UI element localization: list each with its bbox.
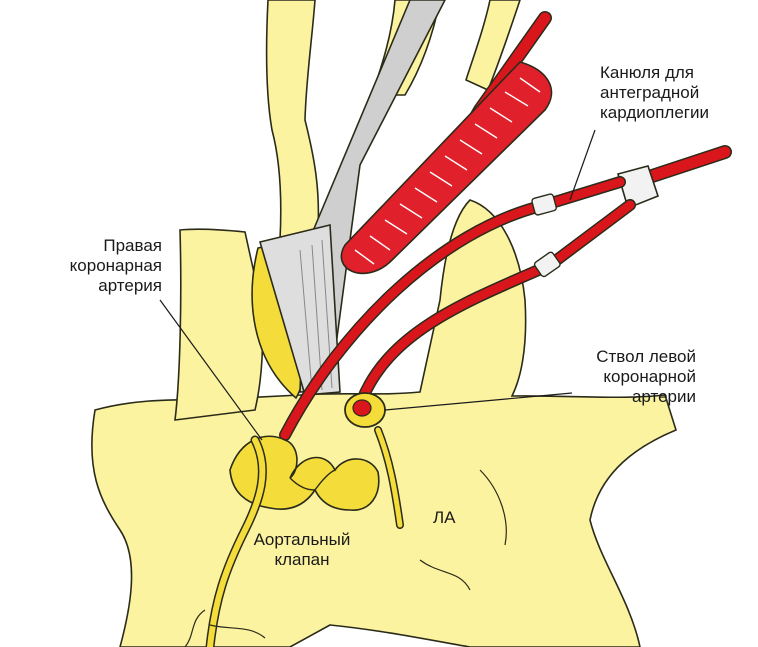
label-left-main-line-3: артерии (560, 387, 696, 407)
label-la: ЛА (433, 508, 456, 528)
label-aortic-valve: Аортальный клапан (232, 530, 372, 570)
label-cannula-line-3: кардиоплегии (600, 103, 709, 123)
label-cannula-line-2: антеградной (600, 83, 709, 103)
label-cannula-line-1: Канюля для (600, 63, 709, 83)
label-left-main: Ствол левой коронарной артерии (560, 347, 696, 407)
label-la-text: ЛА (433, 508, 456, 528)
upper-vessel-left (267, 0, 319, 240)
connector-upper (531, 193, 557, 215)
label-aortic-valve-line-2: клапан (232, 550, 372, 570)
label-right-coronary-line-3: артерия (30, 276, 162, 296)
label-aortic-valve-line-1: Аортальный (232, 530, 372, 550)
label-cannula: Канюля для антеградной кардиоплегии (600, 63, 709, 123)
cannula-tube-fill (640, 152, 725, 180)
label-right-coronary: Правая коронарная артерия (30, 236, 162, 296)
label-right-coronary-line-2: коронарная (30, 256, 162, 276)
left-main-lumen (353, 400, 371, 416)
label-left-main-line-2: коронарной (560, 367, 696, 387)
label-right-coronary-line-1: Правая (30, 236, 162, 256)
aorta-trunk (175, 229, 262, 420)
label-left-main-line-1: Ствол левой (560, 347, 696, 367)
